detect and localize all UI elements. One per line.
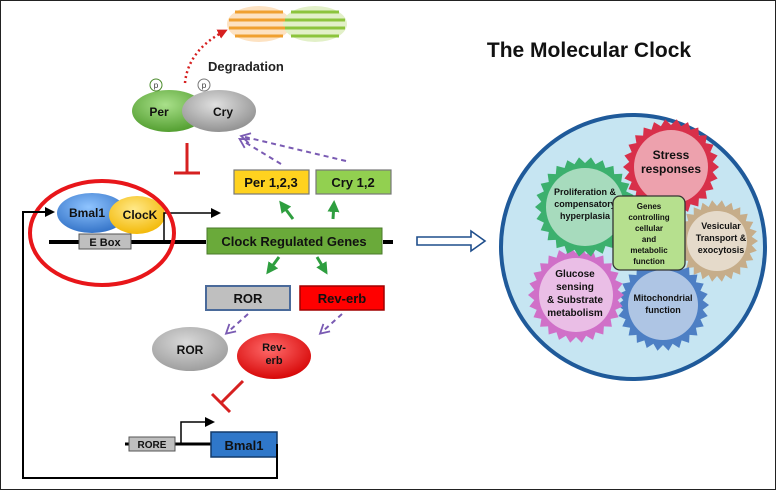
rore-box: RORE [128,436,176,452]
highlight-circle [28,179,176,287]
gear-pink-face [539,258,613,332]
degraded-protein-icon [227,6,347,42]
per123-box: Per 1,2,3 [233,169,310,195]
cry-label: Cry [213,105,233,119]
gear-proliferation: Proliferation & compensatory hyperplasia [554,187,617,221]
gear-label: Glucose [555,269,595,280]
bmal1-label: Bmal1 [69,206,105,220]
gear-tan-face [687,211,747,271]
gear-label: function [645,305,681,315]
gear-group [528,119,758,351]
phospho-icon [197,78,211,92]
gear-label: Transport & [696,233,747,243]
reverb-gene-box: Rev-erb [299,285,385,311]
per-label: Per [149,105,169,119]
ror-box-label: ROR [234,291,264,306]
cry-feedback-arrow [239,132,347,162]
gear-blue-face [628,270,698,340]
center-label: and [642,235,656,244]
gear-glucose: Glucose sensing & Substrate metabolism [547,269,604,319]
gear-label: Proliferation & [554,187,617,197]
center-label: function [633,257,665,266]
per-cry-inhibition [174,143,200,175]
center-label: cellular [635,224,663,233]
center-label: controlling [628,213,669,222]
ccg-label: Clock Regulated Genes [221,234,366,249]
gear-label: exocytosis [698,245,745,255]
clock-regulated-genes-box: Clock Regulated Genes [206,227,383,255]
gear-vesicular: Vesicular Transport & exocytosis [696,221,747,255]
gear-label: Stress [653,148,690,162]
center-genes-box: Genes controlling cellular and metabolic… [612,195,686,271]
gear-green-face [546,168,624,246]
bmal1-gene-label: Bmal1 [224,438,263,453]
reverb-inhibition [210,379,245,414]
reverb-oval-label: erb [265,355,282,367]
bmal1-promoter-arrow [180,417,215,444]
outcome-arrow [416,229,487,253]
cry12-label: Cry 1,2 [331,175,374,190]
ccg-to-reverb-arrow [315,256,328,275]
phospho-icon [149,78,163,92]
ror-protein [152,327,228,371]
cry-protein [182,90,256,132]
center-label: Genes [637,202,662,211]
phospho-label: p [202,81,207,90]
diagram-title: The Molecular Clock [487,39,692,62]
reverb-oval-label: Rev- [262,342,286,354]
bmal1-gene-box: Bmal1 [210,431,278,458]
degradation-label: Degradation [208,59,284,74]
ebox-label: E Box [89,237,121,249]
gear-stress: Stress responses [641,148,701,176]
ror-oval-label: ROR [177,343,204,357]
reverb-protein [237,333,311,379]
phospho-label: p [154,81,159,90]
center-label: metabolic [630,246,668,255]
ebox: E Box [78,233,132,250]
gear-label: compensatory [554,199,616,209]
gear-label: metabolism [547,308,603,319]
degradation-arrow [183,29,228,84]
gear-label: hyperplasia [560,211,611,221]
bmal1-protein [57,193,127,233]
ccg-to-ror-arrow [266,256,281,275]
bmal1-feedback-loop [22,207,278,479]
cry12-box: Cry 1,2 [315,169,392,195]
ror-gene-box: ROR [205,285,291,311]
reverb-translation-arrow [318,313,343,335]
clock-protein [109,196,165,234]
ccg-to-per-arrow [279,200,295,220]
gear-label: Vesicular [701,221,741,231]
per-feedback-arrow [237,137,282,165]
per123-label: Per 1,2,3 [244,175,298,190]
gear-label: & Substrate [547,295,604,306]
gear-mitochondrial: Mitochondrial function [634,293,693,315]
ccg-to-cry-arrow [327,200,340,220]
per-cry-complex: Per Cry p p [132,78,256,132]
gear-red-face [634,130,708,204]
clock-label: ClocK [123,208,158,222]
rore-label: RORE [138,440,167,451]
gear-label: responses [641,162,701,176]
ror-translation-arrow [224,313,249,335]
gear-label: Mitochondrial [634,293,693,303]
reverb-box-label: Rev-erb [318,291,366,306]
transcription-arrow [163,208,221,242]
gear-label: sensing [556,282,594,293]
